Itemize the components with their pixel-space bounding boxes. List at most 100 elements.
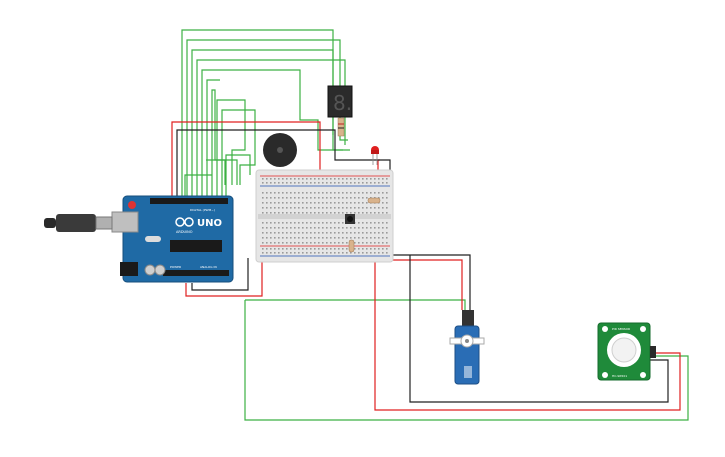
breadboard-hole (286, 212, 288, 214)
pir-sensor-icon[interactable]: PIR SENSOR HC-SR501 (597, 322, 656, 381)
breadboard-hole (294, 242, 296, 244)
breadboard-hole (334, 202, 336, 204)
breadboard-hole (374, 252, 376, 254)
breadboard-hole (302, 227, 304, 229)
breadboard-hole (354, 237, 356, 239)
breadboard-hole (378, 207, 380, 209)
breadboard-hole (338, 178, 340, 180)
breadboard-hole (290, 197, 292, 199)
breadboard-hole (370, 252, 372, 254)
breadboard-hole (262, 242, 264, 244)
resistor-2[interactable] (348, 239, 355, 253)
breadboard-hole (386, 242, 388, 244)
seven-segment-display[interactable]: 8. (327, 85, 353, 137)
breadboard-hole (362, 222, 364, 224)
breadboard-hole (330, 202, 332, 204)
breadboard-hole (354, 242, 356, 244)
breadboard-hole (326, 248, 328, 250)
breadboard-hole (374, 212, 376, 214)
breadboard-hole (330, 242, 332, 244)
breadboard-hole (262, 237, 264, 239)
breadboard-hole (366, 252, 368, 254)
wire-black-3 (409, 255, 669, 403)
breadboard-hole (382, 232, 384, 234)
servo-icon[interactable] (449, 310, 485, 385)
breadboard-hole (290, 212, 292, 214)
reset-button[interactable] (128, 201, 136, 209)
breadboard-hole (382, 197, 384, 199)
pir-label-bottom: HC-SR501 (612, 374, 627, 378)
breadboard-hole (314, 212, 316, 214)
breadboard-hole (294, 202, 296, 204)
breadboard-hole (386, 202, 388, 204)
breadboard-hole (362, 252, 364, 254)
breadboard-hole (358, 192, 360, 194)
breadboard-hole (350, 202, 352, 204)
breadboard-hole (334, 207, 336, 209)
breadboard-hole (298, 182, 300, 184)
buzzer-icon[interactable] (263, 133, 297, 167)
breadboard-hole (386, 178, 388, 180)
breadboard-hole (290, 192, 292, 194)
breadboard-hole (270, 242, 272, 244)
breadboard-hole (278, 178, 280, 180)
breadboard-hole (322, 192, 324, 194)
breadboard-hole (366, 222, 368, 224)
breadboard-hole (346, 207, 348, 209)
breadboard-hole (302, 202, 304, 204)
breadboard-hole (342, 232, 344, 234)
resistor-1[interactable] (367, 197, 381, 204)
breadboard-hole (334, 252, 336, 254)
breadboard-hole (290, 178, 292, 180)
breadboard-hole (350, 232, 352, 234)
breadboard-hole (282, 207, 284, 209)
arduino-uno-board[interactable]: UNO ARDUINO DIGITAL (PWM~) ANALOG IN POW… (111, 195, 234, 283)
breadboard-hole (346, 212, 348, 214)
breadboard-hole (386, 182, 388, 184)
wire-black-2 (191, 258, 249, 291)
breadboard-hole (274, 227, 276, 229)
breadboard-hole (314, 232, 316, 234)
breadboard-hole (378, 248, 380, 250)
breadboard-hole (298, 248, 300, 250)
breadboard-hole (350, 197, 352, 199)
breadboard-hole (318, 227, 320, 229)
breadboard-hole (366, 197, 368, 199)
breadboard-hole (342, 182, 344, 184)
breadboard-hole (326, 182, 328, 184)
breadboard-hole (354, 252, 356, 254)
breadboard-hole (294, 212, 296, 214)
breadboard-hole (342, 222, 344, 224)
breadboard-hole (266, 212, 268, 214)
breadboard-hole (294, 178, 296, 180)
breadboard-hole (266, 192, 268, 194)
breadboard-hole (366, 242, 368, 244)
breadboard-hole (294, 232, 296, 234)
breadboard-hole (366, 202, 368, 204)
breadboard-hole (270, 227, 272, 229)
push-button-icon[interactable] (345, 214, 355, 224)
breadboard-hole (298, 252, 300, 254)
breadboard-hole (346, 197, 348, 199)
breadboard-hole (262, 192, 264, 194)
breadboard-hole (282, 252, 284, 254)
breadboard-hole (266, 222, 268, 224)
wire-red-3 (185, 255, 263, 297)
breadboard-hole (314, 237, 316, 239)
breadboard-hole (266, 227, 268, 229)
breadboard-hole (362, 242, 364, 244)
wire-green-11 (206, 159, 238, 185)
breadboard-hole (370, 182, 372, 184)
breadboard-hole (274, 248, 276, 250)
breadboard-hole (282, 182, 284, 184)
breadboard-hole (330, 182, 332, 184)
breadboard-hole (318, 212, 320, 214)
breadboard-hole (370, 248, 372, 250)
led-icon[interactable] (371, 146, 379, 165)
breadboard-hole (322, 242, 324, 244)
breadboard-hole (290, 227, 292, 229)
breadboard-hole (374, 178, 376, 180)
breadboard-hole (274, 232, 276, 234)
